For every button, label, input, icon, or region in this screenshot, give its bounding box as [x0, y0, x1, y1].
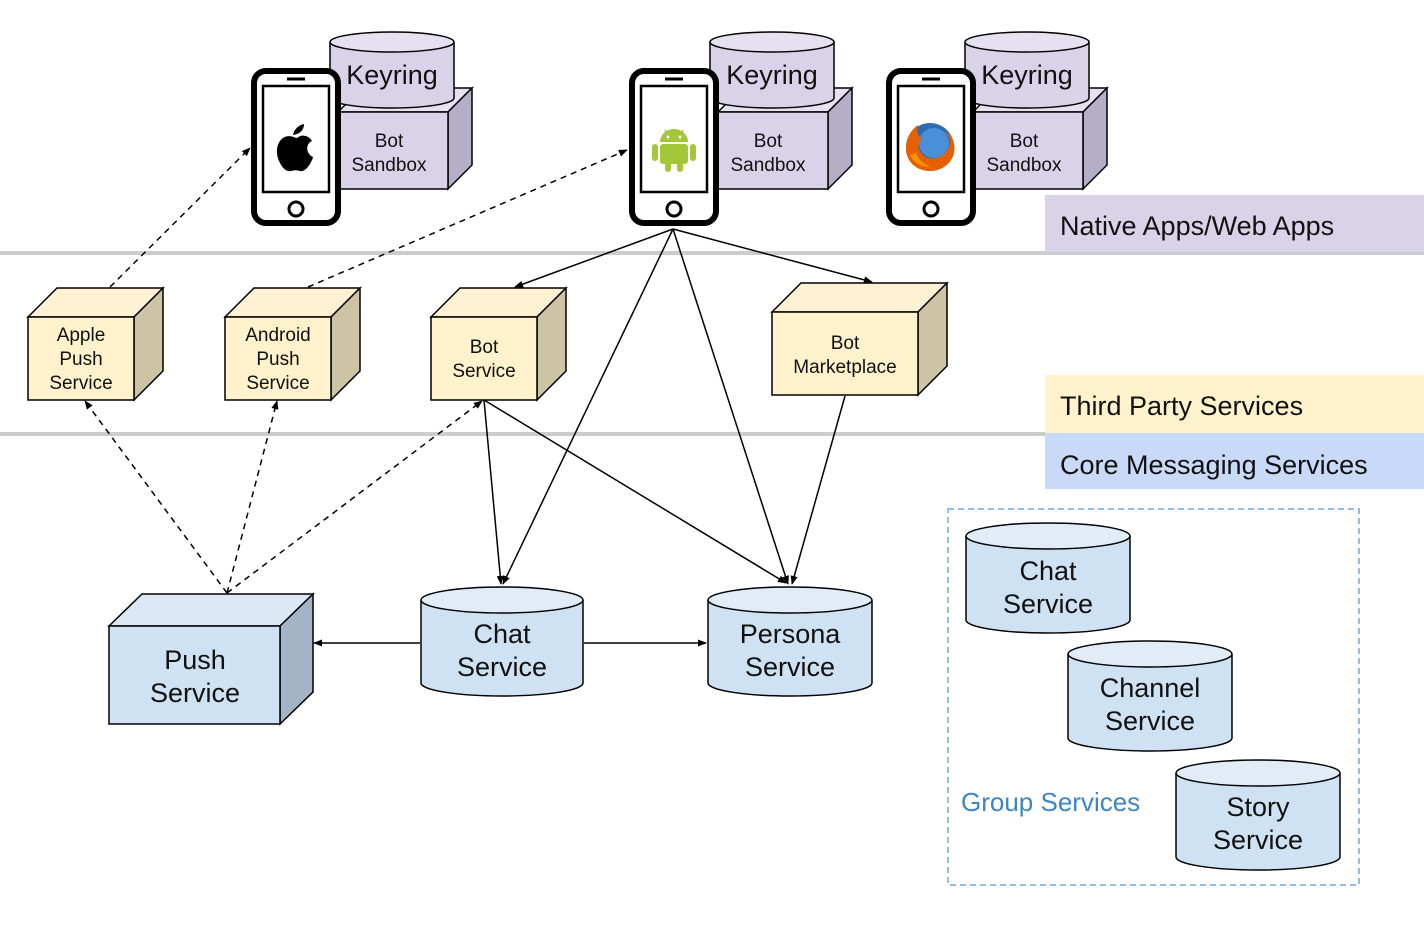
node-channel-service: Channel Service [1067, 640, 1233, 752]
layer-band-core-label: Core Messaging Services [1060, 450, 1368, 480]
phone-web [886, 68, 976, 226]
keyring-label: Keyring [346, 60, 438, 90]
channel-label-line1: Channel [1100, 673, 1201, 703]
botsvc-label-line2: Service [452, 361, 515, 382]
node-bot-service: Bot Service [429, 286, 568, 402]
keyring-label: Keyring [726, 60, 818, 90]
gcm-label-line3: Service [246, 373, 309, 394]
node-android-push-service: Android Push Service [223, 286, 362, 402]
keyring-cylinder [709, 31, 835, 109]
edge-android-to-botsvc [514, 228, 674, 288]
channel-label-line2: Service [1105, 706, 1195, 736]
edge-android-to-market [672, 228, 873, 284]
group-services: Group Services Chat Service Channel Serv… [947, 508, 1360, 886]
edge-android-to-persona [672, 228, 789, 585]
layer-legend: Native Apps/Web Apps Third Party Service… [1045, 195, 1424, 489]
apns-label-line3: Service [49, 373, 112, 394]
separator-native-third [0, 251, 1424, 255]
edges [84, 147, 873, 647]
node-bot-marketplace: Bot Marketplace [770, 281, 949, 397]
bot-sandbox-label-line1: Bot [1010, 131, 1039, 152]
market-label-line1: Bot [831, 333, 860, 354]
botsvc-label-line1: Bot [470, 337, 499, 358]
chat-label-line1: Chat [473, 619, 531, 649]
node-apple-push-service: Apple Push Service [26, 286, 165, 402]
persona-label-line2: Service [745, 652, 835, 682]
node-push-service: Push Service [107, 592, 315, 726]
group-services-label: Group Services [961, 787, 1140, 817]
chat-label-line2: Service [457, 652, 547, 682]
bot-sandbox-label-line1: Bot [375, 131, 404, 152]
edge-gcm-to-android [307, 149, 628, 288]
layer-band-third: Third Party Services [1045, 375, 1424, 433]
node-chat-service: Chat Service [420, 586, 584, 697]
phone-android [629, 68, 719, 226]
group-services-border [947, 508, 1360, 886]
bot-sandbox-label-line1: Bot [754, 131, 783, 152]
apns-label-line2: Push [59, 349, 102, 370]
push-label-line2: Service [150, 678, 240, 708]
node-story-service: Story Service [1175, 759, 1341, 871]
apns-label-line1: Apple [57, 325, 106, 346]
edge-botsvc-to-persona [483, 399, 787, 584]
story-label-line2: Service [1213, 825, 1303, 855]
edge-android-to-chat [502, 228, 674, 585]
market-label-line2: Marketplace [793, 357, 897, 378]
persona-label-line1: Persona [740, 619, 842, 649]
keyring-cylinder [329, 31, 455, 109]
story-label-line1: Story [1226, 792, 1290, 822]
group-chat-label-line2: Service [1003, 589, 1093, 619]
android-icon [652, 129, 696, 172]
gcm-label-line2: Push [256, 349, 299, 370]
keyring-label: Keyring [981, 60, 1073, 90]
layer-band-native: Native Apps/Web Apps [1045, 195, 1424, 252]
firefox-icon [906, 123, 955, 171]
client-android: Bot Sandbox Keyring [629, 31, 854, 226]
client-web: Bot Sandbox Keyring [886, 31, 1109, 226]
layer-band-native-label: Native Apps/Web Apps [1060, 211, 1334, 241]
layer-band-third-label: Third Party Services [1060, 391, 1303, 421]
layer-band-native-bg [1045, 195, 1424, 252]
edge-push-to-botsvc [226, 400, 483, 594]
layer-separators [0, 251, 1424, 436]
client-ios: Bot Sandbox Keyring [251, 31, 474, 226]
gcm-label-line1: Android [245, 325, 311, 346]
edge-push-to-gcm [226, 400, 279, 594]
bot-sandbox-label-line2: Sandbox [986, 155, 1062, 176]
layer-band-third-bg [1045, 375, 1424, 433]
group-chat-label-line1: Chat [1019, 556, 1077, 586]
layer-band-core-bg [1045, 433, 1424, 489]
node-group-chat-service: Chat Service [965, 522, 1131, 634]
phone-ios [251, 68, 341, 226]
edge-push-to-apns [84, 400, 228, 594]
edge-market-to-persona [790, 395, 846, 585]
apple-icon [276, 124, 313, 172]
push-label-line1: Push [164, 645, 226, 675]
edge-apns-to-ios [109, 147, 251, 288]
bot-sandbox-label-line2: Sandbox [351, 155, 427, 176]
edge-botsvc-to-chat [483, 399, 504, 585]
bot-sandbox-label-line2: Sandbox [730, 155, 806, 176]
separator-third-core [0, 432, 1424, 436]
node-persona-service: Persona Service [707, 586, 873, 697]
layer-band-core: Core Messaging Services [1045, 433, 1424, 489]
